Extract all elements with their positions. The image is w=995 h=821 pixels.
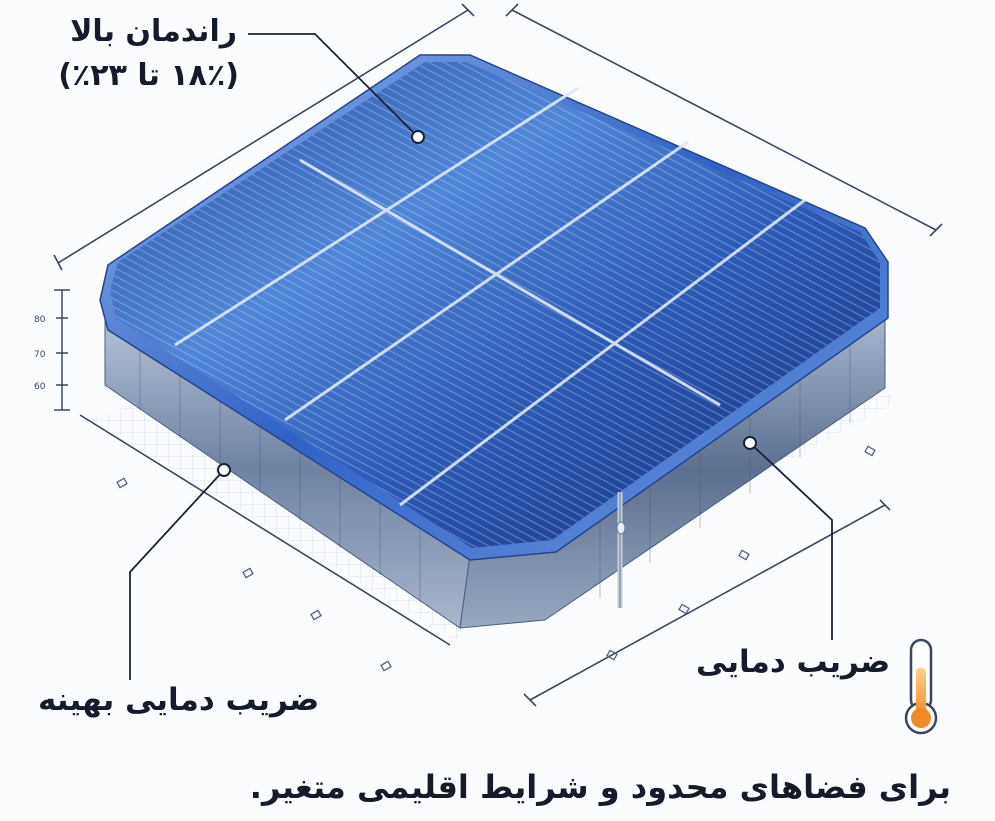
efficiency-title: راندمان بالا	[70, 14, 237, 49]
thermometer-icon	[904, 638, 938, 735]
dimension-lines	[53, 3, 943, 707]
temperature-coefficient-label: ضریب دمایی	[696, 644, 891, 680]
caption-text: برای فضاهای محدود و شرایط اقلیمی متغیر.	[249, 768, 951, 806]
scale-tick-70: 70	[34, 350, 46, 360]
finger-lines	[110, 62, 880, 548]
scale-tick-80: 80	[34, 315, 46, 325]
scale-tick-60: 60	[34, 382, 46, 392]
probe	[616, 492, 626, 608]
optimal-temperature-coefficient-label: ضریب دمایی بهینه	[38, 682, 320, 718]
busbars	[174, 86, 806, 507]
height-scale	[54, 289, 70, 411]
side-striations	[139, 335, 851, 602]
floor-markers	[116, 445, 876, 672]
callout-lines	[129, 33, 833, 680]
efficiency-range: (۱۸٪ تا ۲۳٪)	[58, 58, 239, 93]
callout-dots	[217, 130, 757, 477]
